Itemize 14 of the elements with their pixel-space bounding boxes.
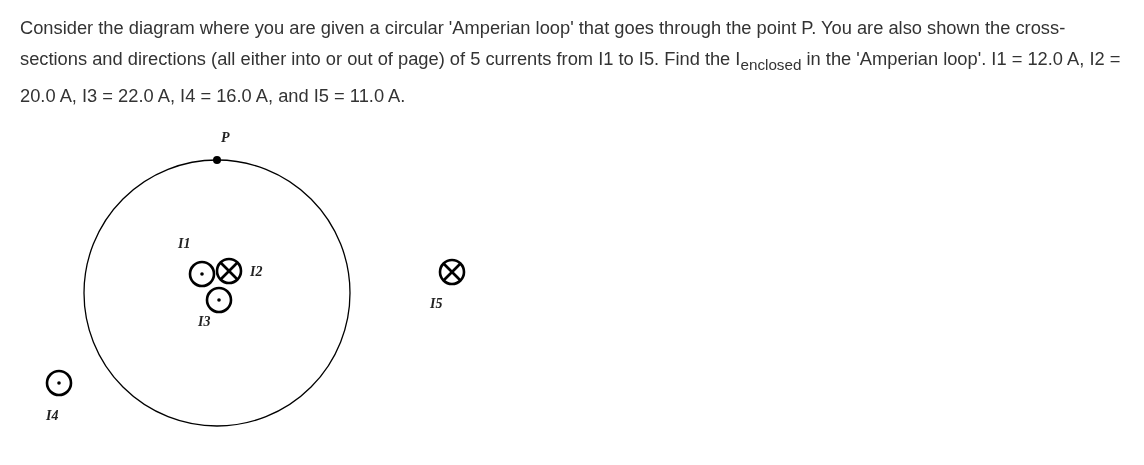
current-label: I3 [198,314,211,330]
amperian-loop [82,158,352,428]
current-out-of-page-symbol [205,286,233,314]
point-marker [211,154,223,166]
current-label: I5 [430,296,443,312]
current-label: I4 [46,408,59,424]
current-into-page-symbol [438,258,466,286]
current-label: I2 [250,264,263,280]
question-text: Consider the diagram where you are given a circular 'Amperian loop' that goes through the point P. You are also shown the cross-sections and directions (all either into or out of page) of 5 currents from I1 to I5. Find the I$_{enclosed}$ in the 'Amperian loop'. I1 = 12.0 A, I2 = 20.0 A, I3 = 22.0 A, I4 = 16.0 A, and I5 = 11.0 A. [20,16,1122,108]
current-label: I1 [178,236,191,252]
current-into-page-symbol [215,257,243,285]
current-out-of-page-symbol [45,369,73,397]
current-label: P [221,130,230,146]
current-out-of-page-symbol [188,260,216,288]
